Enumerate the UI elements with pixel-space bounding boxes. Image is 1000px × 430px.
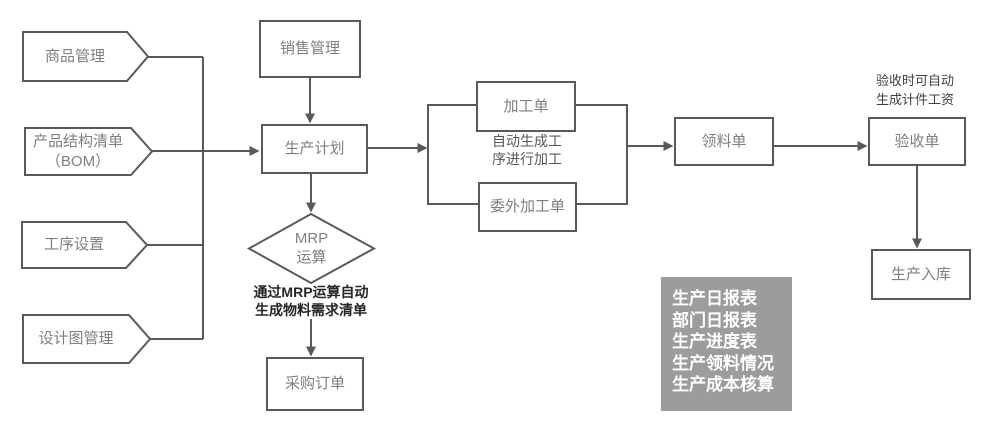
design-mgmt-shape bbox=[22, 314, 152, 364]
report-item-material-status: 生产领料情况 bbox=[672, 353, 774, 373]
sales-mgmt-shape bbox=[259, 20, 361, 78]
report-panel: 生产日报表 部门日报表 生产进度表 生产领料情况 生产成本核算 bbox=[661, 277, 792, 411]
process-setup-shape bbox=[21, 221, 149, 269]
outsource-order-shape bbox=[478, 182, 577, 232]
acceptance-shape bbox=[868, 117, 966, 166]
report-item-daily-department: 部门日报表 bbox=[672, 310, 757, 330]
purchase-order-shape bbox=[266, 357, 364, 411]
mrp-diamond-shape bbox=[246, 212, 377, 285]
orders-left-bracket bbox=[427, 104, 478, 205]
material-requisition-shape bbox=[674, 117, 774, 166]
orders-right-bracket bbox=[575, 104, 628, 205]
report-item-daily-production: 生产日报表 bbox=[672, 289, 757, 308]
production-inbound-shape bbox=[871, 249, 971, 300]
goods-mgmt-shape bbox=[22, 31, 150, 82]
work-order-shape bbox=[476, 81, 576, 132]
node-shapes bbox=[21, 20, 971, 411]
bom-shape bbox=[24, 127, 154, 176]
report-item-progress: 生产进度表 bbox=[672, 332, 757, 351]
report-item-cost-accounting: 生产成本核算 bbox=[672, 375, 774, 394]
connectors bbox=[147, 56, 922, 357]
production-plan-shape bbox=[261, 124, 368, 174]
